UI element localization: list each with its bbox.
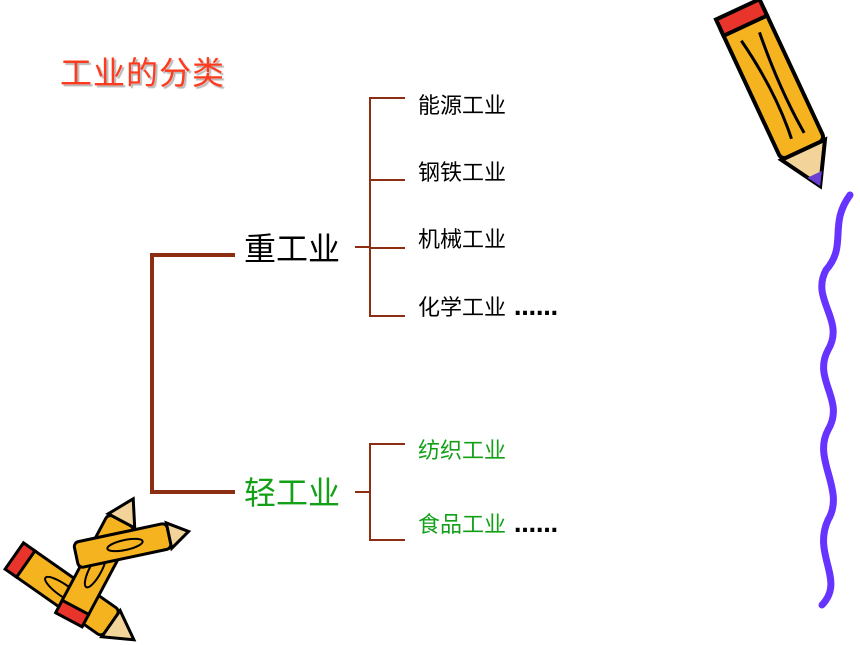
chemical-industry-label: 化学工业	[418, 296, 506, 321]
squiggle-line-decoration	[822, 195, 850, 605]
steel-industry-item: 钢铁工业	[418, 161, 506, 187]
food-industry-label: 食品工业	[418, 513, 506, 538]
chemical-industry-item: 化学工业 ……	[418, 296, 558, 322]
textile-industry-item: 纺织工业	[418, 439, 506, 465]
crossed-pencils-clipart-icon	[5, 492, 191, 645]
light-bracket	[355, 444, 405, 540]
pencil-clipart-icon	[716, 0, 842, 196]
page-title: 工业的分类	[60, 48, 225, 94]
food-industry-item: 食品工业 ……	[418, 513, 558, 539]
light-industry-label: 轻工业	[244, 475, 340, 511]
main-bracket	[152, 255, 235, 492]
energy-industry-item: 能源工业	[418, 94, 506, 120]
machinery-industry-item: 机械工业	[418, 228, 506, 254]
heavy-ellipsis: ……	[514, 296, 558, 321]
light-ellipsis: ……	[514, 513, 558, 538]
heavy-bracket	[355, 98, 405, 316]
heavy-industry-label: 重工业	[244, 231, 340, 267]
